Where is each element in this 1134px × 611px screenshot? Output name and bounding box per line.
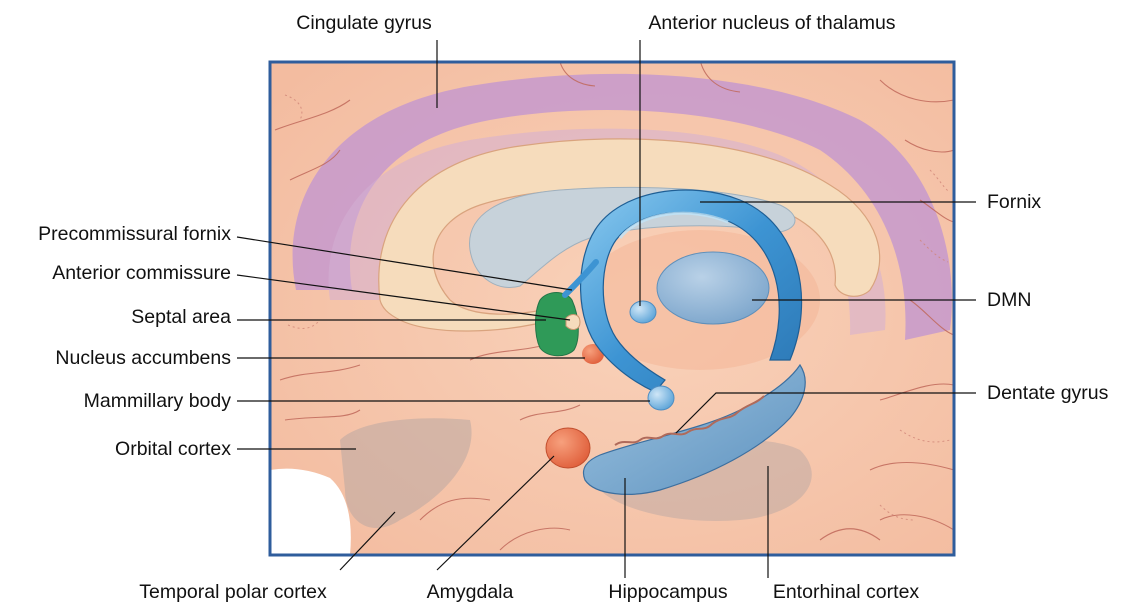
anterior-nucleus-of-thalamus <box>629 300 657 324</box>
brain-section <box>270 62 954 555</box>
orbital-cortex-region <box>340 418 472 529</box>
mammillary-body <box>647 385 675 411</box>
dentate-gyrus <box>614 395 765 446</box>
label-septal-area: Septal area <box>131 306 231 328</box>
label-temporal-polar-cortex: Temporal polar cortex <box>139 581 327 603</box>
sulcus-lines <box>274 62 954 551</box>
anterior-commissure <box>565 314 581 330</box>
label-entorhinal-cortex: Entorhinal cortex <box>772 581 920 603</box>
leader-lines <box>236 40 976 578</box>
label-dmn: DMN <box>987 289 1032 311</box>
label-anterior-nucleus-of-thalamus: Anterior nucleus of thalamus <box>648 12 896 34</box>
label-cingulate-gyrus: Cingulate gyrus <box>296 12 432 34</box>
precommissural-fornix <box>562 259 599 298</box>
label-dentate-gyrus: Dentate gyrus <box>987 382 1109 404</box>
label-hippocampus: Hippocampus <box>608 581 728 603</box>
illustration-frame <box>268 60 956 557</box>
amygdala <box>545 427 591 469</box>
label-fornix: Fornix <box>987 191 1042 213</box>
label-anterior-commissure: Anterior commissure <box>52 262 231 284</box>
label-nucleus-accumbens: Nucleus accumbens <box>55 347 231 369</box>
dmn <box>656 251 770 325</box>
label-amygdala: Amygdala <box>426 581 514 603</box>
label-orbital-cortex: Orbital cortex <box>115 438 231 460</box>
label-precommissural-fornix: Precommissural fornix <box>38 223 231 245</box>
label-mammillary-body: Mammillary body <box>83 390 231 412</box>
